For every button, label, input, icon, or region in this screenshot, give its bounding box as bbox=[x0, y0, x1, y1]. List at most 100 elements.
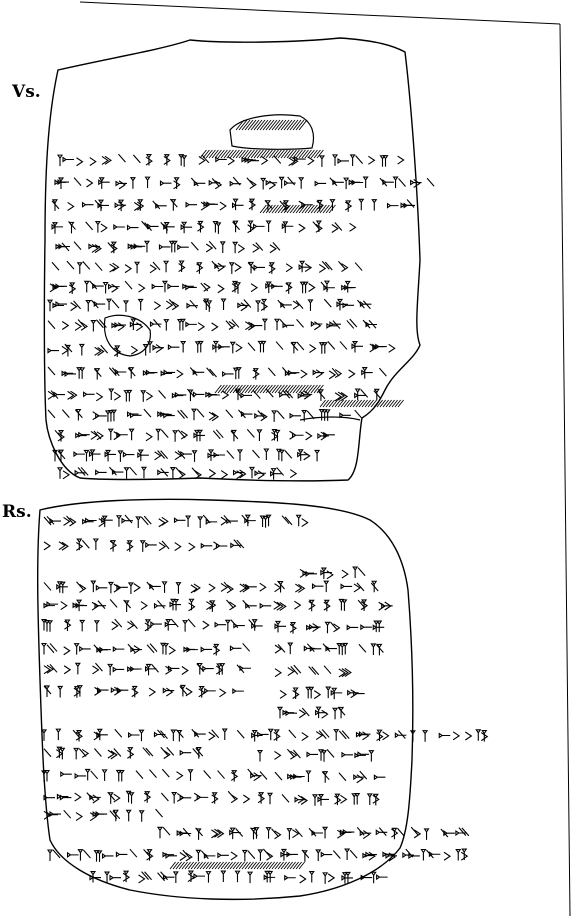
cuneiform-wedge bbox=[127, 747, 134, 759]
cuneiform-wedge bbox=[104, 451, 117, 458]
cuneiform-wedge bbox=[212, 430, 221, 440]
hatch-stroke bbox=[235, 861, 242, 870]
cuneiform-wedge bbox=[127, 621, 135, 631]
cuneiform-wedge bbox=[205, 871, 212, 883]
cuneiform-wedge bbox=[163, 223, 175, 230]
cuneiform-wedge bbox=[220, 870, 227, 883]
cuneiform-wedge bbox=[296, 341, 305, 351]
cuneiform-wedge bbox=[145, 663, 152, 676]
hatch-stroke bbox=[253, 384, 261, 394]
hatch-stroke bbox=[394, 399, 401, 408]
cuneiform-wedge bbox=[127, 582, 134, 594]
hatch-stroke bbox=[241, 149, 249, 159]
cuneiform-wedge bbox=[274, 623, 286, 630]
hatch-stroke bbox=[286, 119, 296, 131]
cuneiform-wedge bbox=[171, 301, 180, 311]
cuneiform-wedge bbox=[170, 598, 177, 611]
cuneiform-wedge bbox=[323, 601, 331, 611]
cuneiform-wedge bbox=[107, 581, 114, 594]
cuneiform-wedge bbox=[247, 220, 254, 233]
cuneiform-wedge bbox=[211, 794, 219, 804]
cuneiform-wedge bbox=[76, 157, 84, 167]
cuneiform-wedge bbox=[85, 221, 94, 231]
cuneiform-wedge bbox=[236, 539, 245, 549]
cuneiform-wedge bbox=[300, 369, 308, 379]
cuneiform-wedge bbox=[248, 261, 255, 274]
cuneiform-wedge bbox=[173, 598, 180, 611]
cuneiform-wedge bbox=[144, 791, 151, 803]
cuneiform-wedge bbox=[339, 341, 348, 350]
cuneiform-wedge bbox=[111, 468, 124, 476]
cuneiform-wedge bbox=[164, 621, 177, 628]
obverse-damage-notch bbox=[103, 314, 151, 357]
hatch-stroke bbox=[391, 399, 398, 408]
cuneiform-wedge bbox=[323, 599, 330, 612]
cuneiform-wedge bbox=[196, 408, 205, 418]
cuneiform-wedge bbox=[161, 280, 168, 293]
cuneiform-wedge bbox=[77, 319, 86, 328]
cuneiform-wedge bbox=[139, 540, 146, 552]
cuneiform-wedge bbox=[295, 583, 303, 593]
cuneiform-wedge bbox=[214, 180, 223, 190]
cuneiform-wedge bbox=[112, 646, 125, 653]
hatch-stroke bbox=[316, 204, 324, 214]
cuneiform-wedge bbox=[191, 450, 198, 462]
cuneiform-wedge bbox=[94, 244, 102, 254]
cuneiform-wedge bbox=[176, 771, 184, 781]
cuneiform-wedge bbox=[455, 848, 462, 861]
cuneiform-wedge bbox=[76, 581, 84, 591]
hatch-stroke bbox=[271, 861, 278, 870]
hatch-stroke bbox=[226, 861, 233, 870]
hatch-stroke bbox=[325, 399, 332, 408]
cuneiform-wedge bbox=[160, 730, 168, 740]
cuneiform-wedge bbox=[155, 202, 167, 209]
cuneiform-wedge bbox=[142, 344, 149, 356]
cuneiform-wedge bbox=[372, 793, 379, 806]
cuneiform-wedge bbox=[257, 340, 264, 353]
cuneiform-wedge bbox=[301, 518, 309, 528]
cuneiform-wedge bbox=[122, 872, 131, 882]
cuneiform-wedge bbox=[318, 264, 327, 273]
cuneiform-wedge bbox=[281, 794, 290, 803]
cuneiform-wedge bbox=[40, 770, 48, 782]
cuneiform-wedge bbox=[61, 321, 70, 330]
cuneiform-wedge bbox=[46, 620, 54, 632]
cuneiform-wedge bbox=[274, 750, 282, 760]
cuneiform-wedge bbox=[107, 663, 114, 676]
cuneiform-wedge bbox=[171, 240, 178, 253]
cuneiform-wedge bbox=[198, 686, 205, 698]
cuneiform-wedge bbox=[178, 263, 186, 272]
cuneiform-wedge bbox=[315, 731, 324, 741]
cuneiform-wedge bbox=[190, 241, 199, 251]
cuneiform-wedge bbox=[323, 280, 330, 293]
hatch-stroke bbox=[283, 119, 293, 131]
cuneiform-wedge bbox=[181, 221, 188, 234]
cuneiform-wedge bbox=[247, 342, 256, 352]
cuneiform-wedge bbox=[359, 770, 368, 780]
hatch-stroke bbox=[292, 149, 300, 159]
hatch-stroke bbox=[340, 399, 347, 408]
cuneiform-wedge bbox=[185, 321, 197, 328]
cuneiform-wedge bbox=[246, 177, 255, 187]
cuneiform-wedge bbox=[79, 367, 86, 379]
cuneiform-wedge bbox=[89, 449, 96, 461]
cuneiform-wedge bbox=[351, 793, 358, 805]
cuneiform-wedge bbox=[270, 468, 277, 480]
cuneiform-wedge bbox=[305, 686, 312, 699]
hatch-stroke bbox=[256, 861, 263, 870]
cuneiform-wedge bbox=[167, 344, 180, 351]
cuneiform-wedge bbox=[46, 664, 54, 674]
cuneiform-wedge bbox=[185, 687, 193, 697]
cuneiform-wedge bbox=[59, 747, 66, 760]
hatch-stroke bbox=[247, 149, 255, 159]
cuneiform-wedge bbox=[341, 751, 353, 758]
cuneiform-wedge bbox=[46, 299, 54, 312]
hatch-stroke bbox=[259, 861, 266, 870]
cuneiform-wedge bbox=[76, 262, 83, 274]
cuneiform-wedge bbox=[128, 367, 135, 379]
cuneiform-wedge bbox=[78, 343, 85, 356]
cuneiform-wedge bbox=[284, 180, 296, 187]
cuneiform-wedge bbox=[101, 515, 108, 528]
cuneiform-wedge bbox=[274, 771, 283, 781]
cuneiform-wedge bbox=[126, 389, 133, 402]
